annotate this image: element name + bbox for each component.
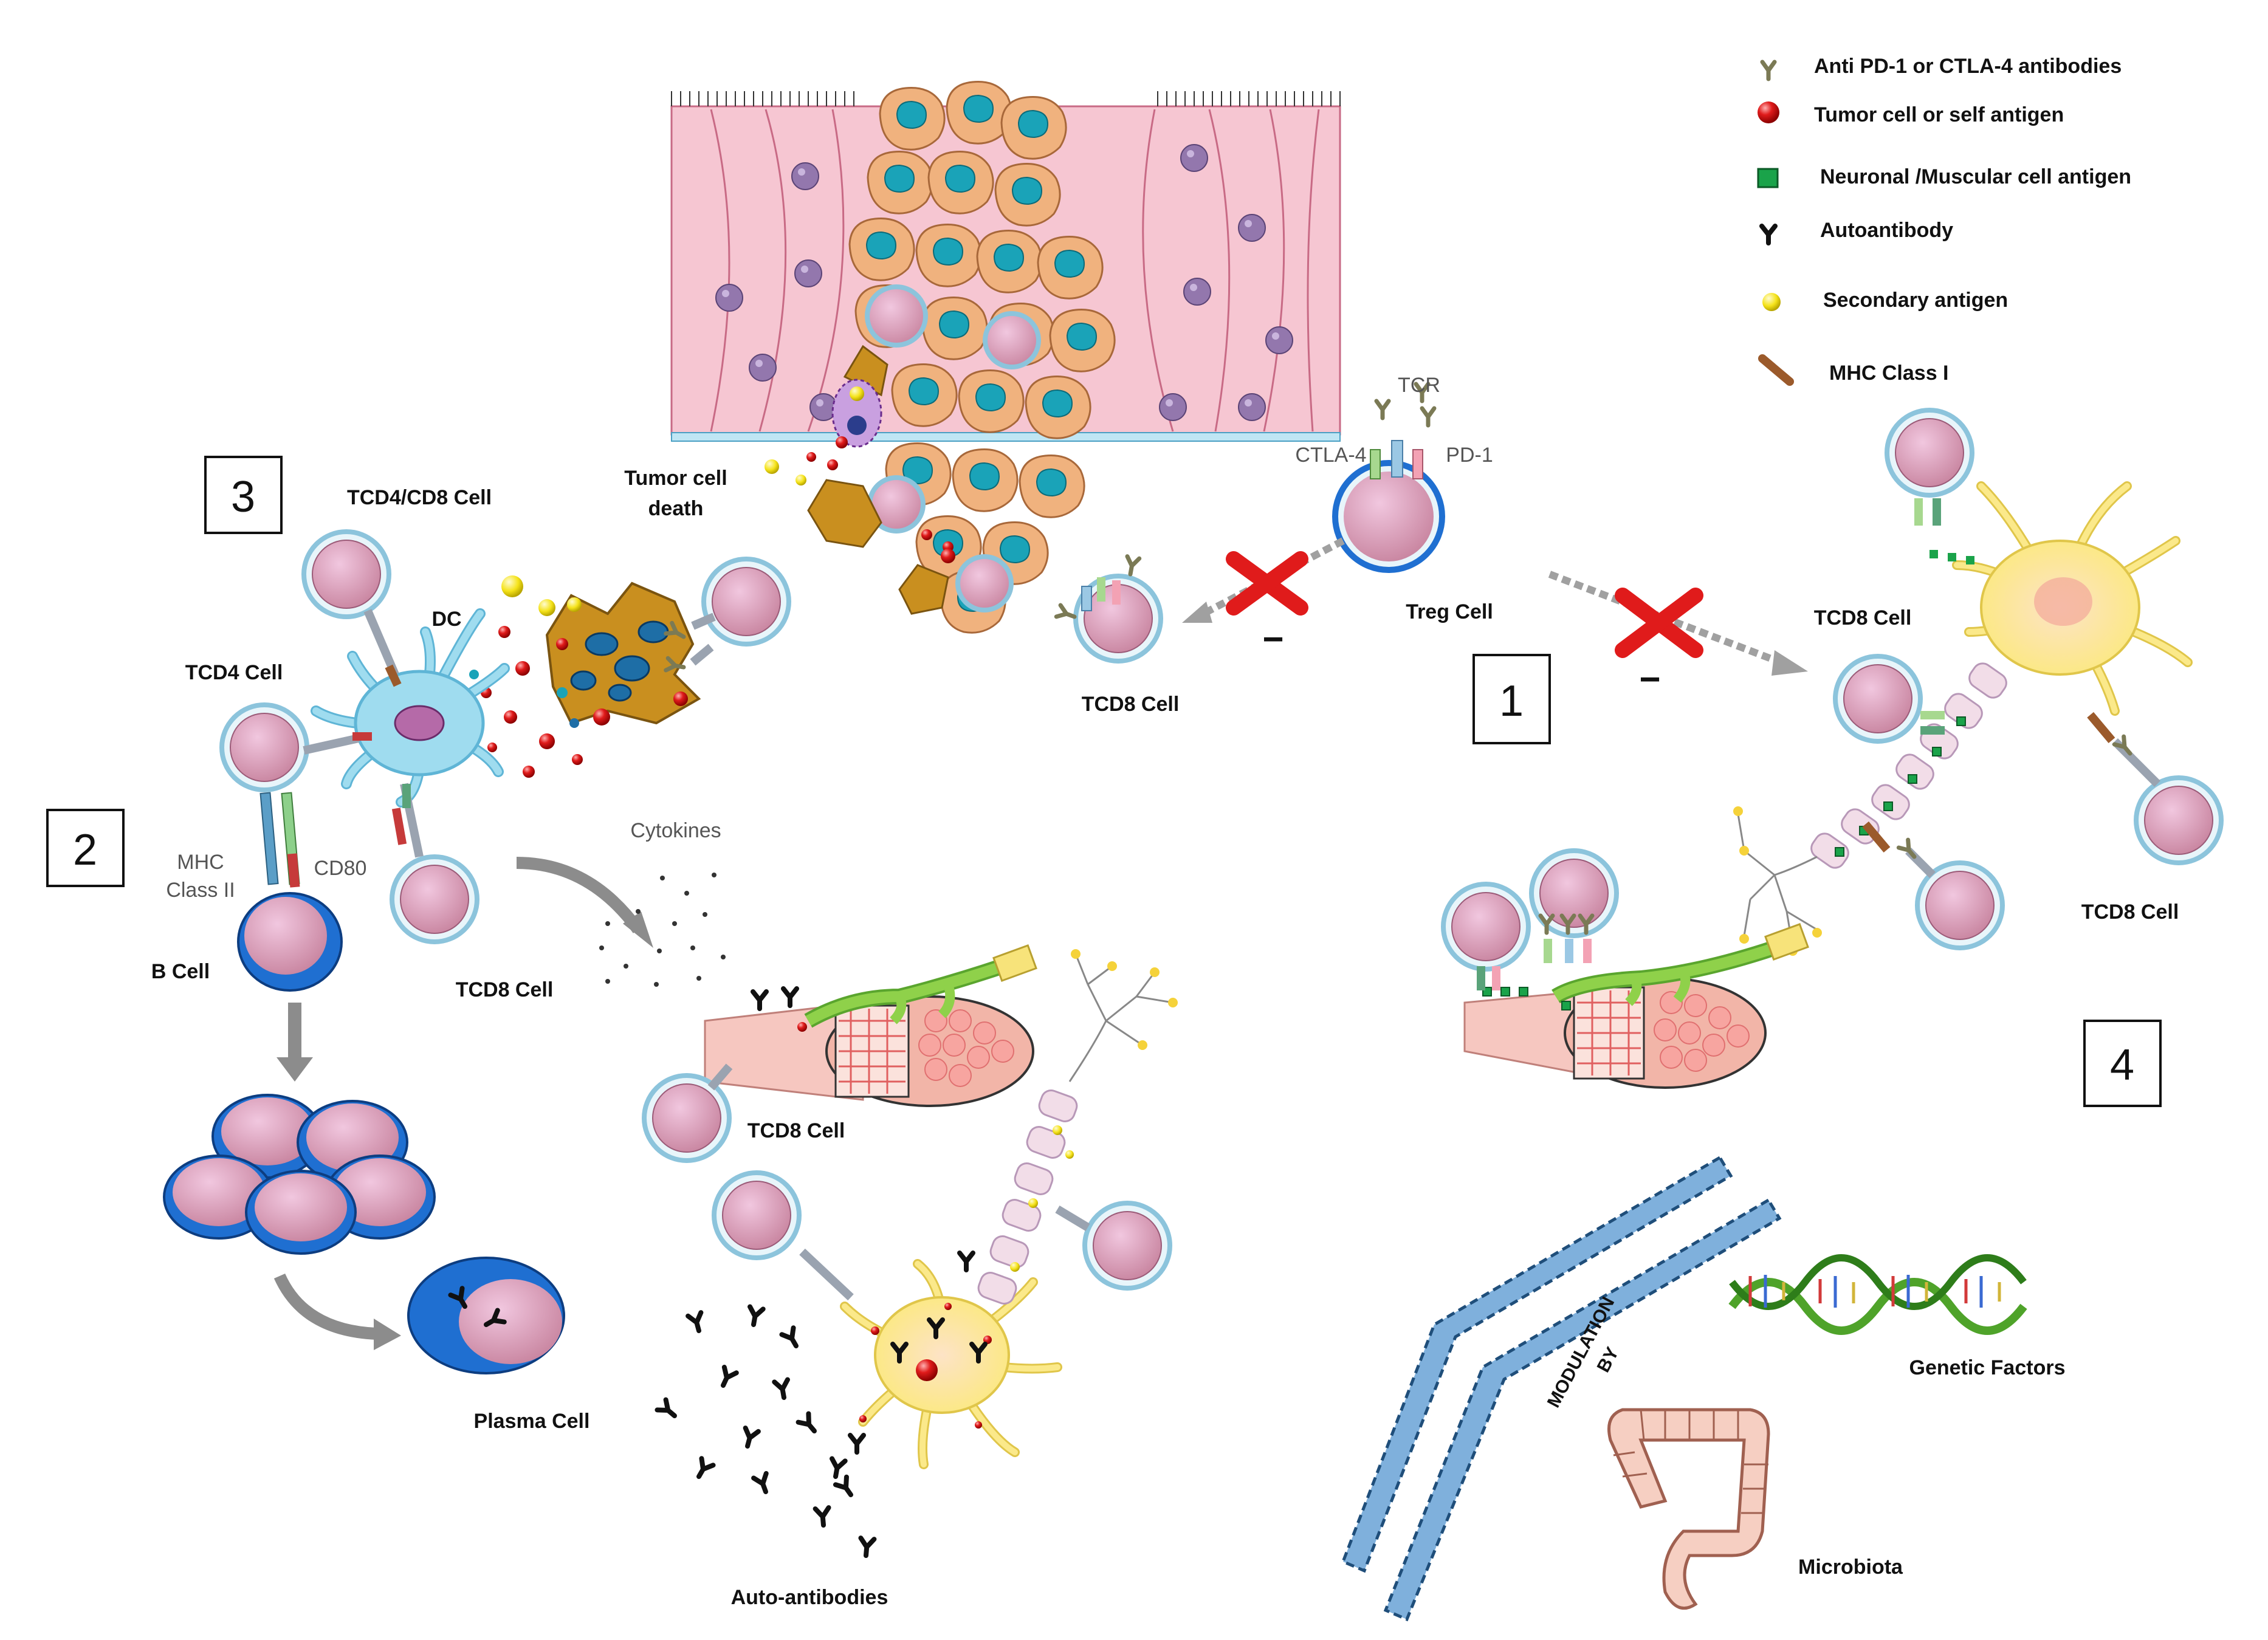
treg-label: Treg Cell (1406, 600, 1493, 623)
panel-3-region: 3 (204, 456, 283, 534)
arrow-bcell-to-cluster (277, 1003, 313, 1082)
inhibition-arrow-left (1182, 537, 1345, 623)
yellow-sphere-icon (1762, 293, 1781, 311)
tcd8-cell-left (392, 783, 477, 942)
tcd4-cell (222, 705, 372, 790)
antibody-y-olive-icon (1762, 62, 1775, 79)
cd80-label: CD80 (314, 857, 367, 880)
ctla4-label: CTLA-4 (1295, 444, 1366, 467)
panel-2-region: 2 (46, 809, 125, 887)
colon-icon (1607, 1408, 1770, 1610)
legend-label-autoantibody: Autoantibody (1820, 219, 1953, 242)
b-cell-label: B Cell (151, 960, 210, 983)
b-cell-cluster (163, 1094, 436, 1255)
auto-antibodies-label: Auto-antibodies (731, 1586, 888, 1609)
treg-cell (1332, 384, 1445, 573)
tumor-mass (807, 81, 1116, 634)
tumor-release-antigens (765, 436, 955, 563)
b-cell (237, 792, 343, 992)
tcells-near-neuron (714, 1173, 1170, 1301)
legend-label-tumor-antigen: Tumor cell or self antigen (1814, 103, 2064, 126)
green-square-icon (1757, 168, 1779, 188)
tumor-death-line1: Tumor cell (624, 467, 727, 490)
legend-label-secondary-antigen: Secondary antigen (1823, 289, 2008, 312)
tcr-label: TCR (1398, 374, 1440, 397)
minus-sign-2: − (1639, 659, 1660, 699)
panel-1-region: 1 (1472, 654, 1551, 744)
cytokines-region (516, 857, 726, 987)
panel-4-region: 4 (2083, 1020, 2162, 1107)
released-antigens-scatter (458, 575, 583, 778)
neuron-right (1733, 481, 2193, 956)
inhibition-arrow-right (1548, 571, 1808, 676)
cytokines-label: Cytokines (630, 819, 721, 842)
tcd8-right-bottom-label: TCD8 Cell (2081, 901, 2179, 924)
dna-helix-icon (1728, 1254, 2027, 1335)
red-sphere-icon (1758, 101, 1779, 123)
tumor-cell-death-label: Tumor cell death (624, 467, 727, 520)
dying-tumor-cell (545, 582, 701, 726)
legend-item-secondary-antigen: Secondary antigen (1762, 289, 2008, 312)
microbiota-label: Microbiota (1798, 1556, 1903, 1579)
panel-number-4: 4 (2110, 1041, 2134, 1089)
mhc-label-2: Class II (166, 879, 235, 902)
legend-label-antibody: Anti PD-1 or CTLA-4 antibodies (1814, 55, 2122, 78)
tcd8-right-cells (1835, 410, 2221, 948)
legend: Anti PD-1 or CTLA-4 antibodies Tumor cel… (1757, 55, 2131, 386)
mhc-class-i-bar-icon (1758, 354, 1794, 386)
tcells-right-muscle (1443, 851, 1617, 990)
tcd8-right-top-label: TCD8 Cell (1814, 606, 1912, 630)
mhc-label-1: MHC (177, 851, 224, 874)
tcd4-cd8-label: TCD4/CD8 Cell (347, 486, 492, 509)
tcd4-cd8-cell (304, 532, 402, 687)
tcd8-center-label: TCD8 Cell (1082, 693, 1180, 716)
modulation-label-2: BY (1593, 1344, 1623, 1376)
panel-number-3: 3 (231, 473, 255, 521)
tcd4-label: TCD4 Cell (185, 661, 283, 684)
tcd8-muscle-label: TCD8 Cell (747, 1119, 845, 1142)
dendritic-cell (311, 608, 510, 808)
legend-item-neuronal-antigen: Neuronal /Muscular cell antigen (1757, 165, 2131, 188)
dc-label: DC (431, 608, 461, 631)
pd1-label: PD-1 (1446, 444, 1493, 467)
free-autoantibodies (657, 1307, 874, 1556)
legend-item-tumor-antigen: Tumor cell or self antigen (1758, 101, 2064, 126)
modulation-band (1341, 1155, 1782, 1622)
legend-label-neuronal-antigen: Neuronal /Muscular cell antigen (1820, 165, 2131, 188)
legend-item-antibody: Anti PD-1 or CTLA-4 antibodies (1762, 55, 2122, 79)
tcd8-cell-muscle (644, 1063, 733, 1161)
panel-number-2: 2 (73, 826, 97, 874)
plasma-cell-label: Plasma Cell (474, 1410, 590, 1433)
tumor-death-line2: death (648, 497, 704, 520)
muscle-fiber-center (704, 944, 1037, 1107)
tcell-attacking-tumor (666, 559, 789, 673)
arrow-cluster-to-plasma (273, 1273, 401, 1350)
legend-label-mhc-class-i: MHC Class I (1829, 362, 1949, 385)
neuron-center (840, 949, 1178, 1469)
muscle-fiber-right (1463, 923, 1809, 1089)
legend-item-mhc-class-i: MHC Class I (1758, 354, 1949, 386)
minus-sign-1: − (1262, 619, 1283, 659)
plasma-cell (407, 1257, 565, 1374)
legend-item-autoantibody: Autoantibody (1762, 219, 1953, 243)
panel-number-1: 1 (1499, 677, 1524, 726)
modulation-text: MODULATION BY (1544, 1294, 1623, 1411)
tcd8-left-label: TCD8 Cell (456, 978, 554, 1001)
genetic-factors-label: Genetic Factors (1909, 1356, 2066, 1379)
tcd8-cell-center (1056, 557, 1161, 661)
autoantibody-black-icon (1762, 226, 1775, 243)
